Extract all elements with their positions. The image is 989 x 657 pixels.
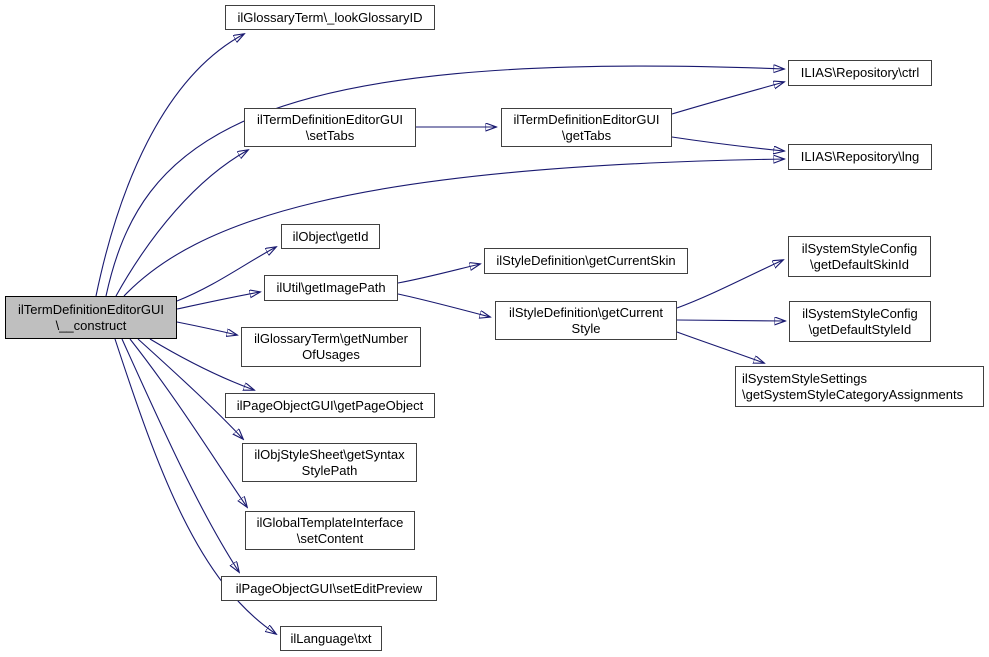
node-getImagePath[interactable]: ilUtil\getImagePath [264, 275, 398, 301]
edge-getTabs-to-repoCtrl [671, 82, 784, 115]
edge-getCurrentStyle-to-getDefaultSkinId [676, 260, 783, 309]
edge-construct-to-getImagePath [176, 292, 260, 310]
node-lookGlossaryID[interactable]: ilGlossaryTerm\_lookGlossaryID [225, 5, 435, 30]
node-getNumberOfUsages[interactable]: ilGlossaryTerm\getNumber OfUsages [241, 327, 421, 367]
node-getDefaultSkinId[interactable]: ilSystemStyleConfig \getDefaultSkinId [788, 236, 931, 277]
node-getSystemStyleCategoryAssignments[interactable]: ilSystemStyleSettings \getSystemStyleCat… [735, 366, 984, 407]
node-repository-ctrl[interactable]: ILIAS\Repository\ctrl [788, 60, 932, 86]
node-getTabs[interactable]: ilTermDefinitionEditorGUI \getTabs [501, 108, 672, 147]
node-getCurrentStyle[interactable]: ilStyleDefinition\getCurrent Style [495, 301, 677, 340]
edge-construct-to-repoLng [123, 159, 784, 297]
node-getCurrentSkin[interactable]: ilStyleDefinition\getCurrentSkin [484, 248, 688, 274]
node-getPageObject[interactable]: ilPageObjectGUI\getPageObject [225, 393, 435, 418]
edge-getImagePath-to-getCurrentStyle [397, 293, 490, 317]
edge-construct-to-getId [176, 247, 276, 302]
node-getSyntaxStylePath[interactable]: ilObjStyleSheet\getSyntax StylePath [242, 443, 417, 482]
node-txt[interactable]: ilLanguage\txt [280, 626, 382, 651]
node-setEditPreview[interactable]: ilPageObjectGUI\setEditPreview [221, 576, 437, 601]
node-setTabs[interactable]: ilTermDefinitionEditorGUI \setTabs [244, 108, 416, 147]
edge-getTabs-to-repoLng [671, 136, 784, 151]
edge-getImagePath-to-getCurrentSkin [397, 264, 480, 284]
node-repository-lng[interactable]: ILIAS\Repository\lng [788, 144, 932, 170]
edge-construct-to-getNumberOfUsages [176, 321, 237, 335]
node-getDefaultStyleId[interactable]: ilSystemStyleConfig \getDefaultStyleId [789, 301, 931, 342]
edge-getCurrentStyle-to-getSystemStyleCategoryAssignments [676, 331, 764, 363]
edge-construct-to-getSyntaxStylePath [137, 338, 243, 439]
edge-construct-to-txt [114, 338, 276, 634]
node-getId[interactable]: ilObject\getId [281, 224, 380, 249]
node-construct: ilTermDefinitionEditorGUI \__construct [5, 296, 177, 339]
node-setContent[interactable]: ilGlobalTemplateInterface \setContent [245, 511, 415, 550]
edge-construct-to-lookGlossaryID [95, 34, 244, 297]
edge-construct-to-setEditPreview [121, 338, 239, 572]
edge-construct-to-setTabs [115, 150, 248, 297]
edge-construct-to-getPageObject [149, 338, 254, 390]
edge-getCurrentStyle-to-getDefaultStyleId [676, 320, 785, 321]
edge-construct-to-setContent [129, 338, 247, 507]
